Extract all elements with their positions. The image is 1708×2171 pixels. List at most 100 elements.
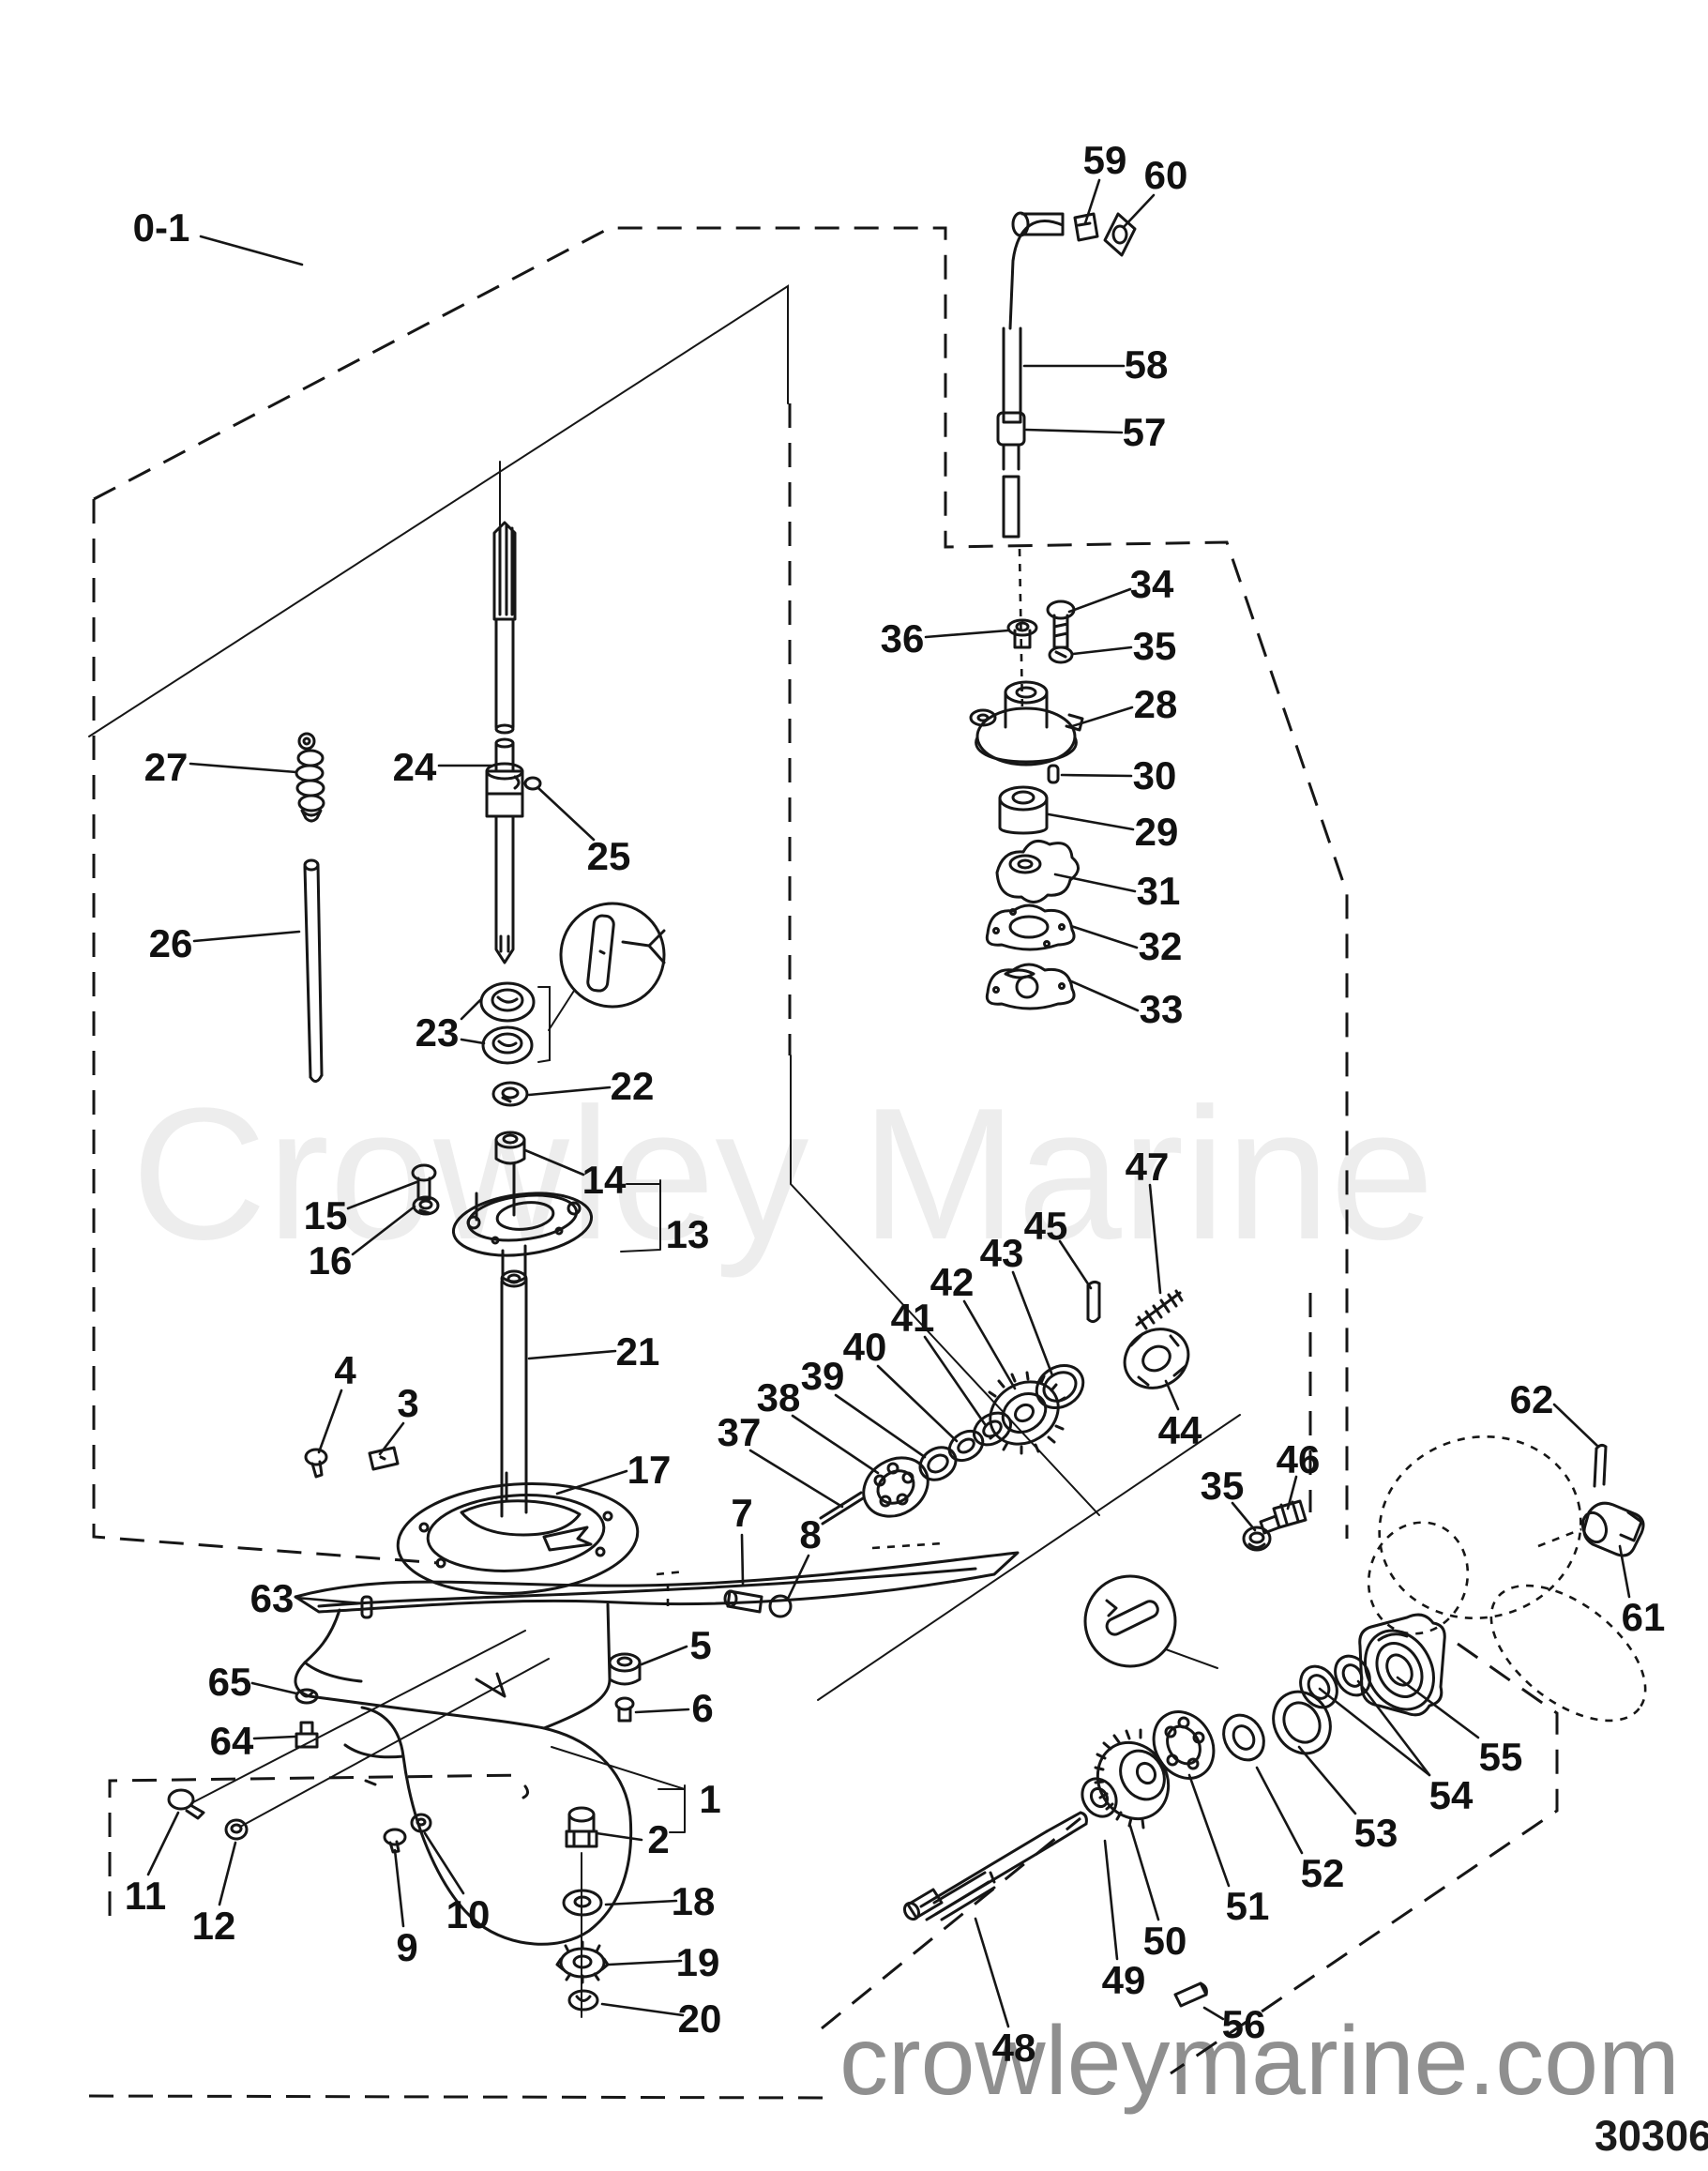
part-55-bearing-carrier (1358, 1613, 1446, 1717)
callout-55: 55 (1479, 1735, 1523, 1779)
leader-line-29 (1047, 812, 1135, 831)
leader-line-52 (1255, 1766, 1304, 1855)
callout-32: 32 (1139, 924, 1183, 968)
leader-line-2 (595, 1831, 643, 1842)
part-5-grommet (608, 1652, 642, 1686)
callout-15: 15 (304, 1193, 348, 1237)
leader-line-62 (1552, 1403, 1600, 1449)
callout-20: 20 (678, 1996, 722, 2041)
part-64-bolt (295, 1721, 319, 1749)
leader-line-33 (1067, 979, 1140, 1012)
part-35-washer (1048, 645, 1074, 664)
seal-stack-group (411, 981, 661, 1283)
callout-30: 30 (1133, 753, 1177, 797)
callout-33: 33 (1140, 987, 1184, 1031)
part-40-washer (947, 1429, 985, 1463)
leader-line-46 (1286, 1475, 1298, 1511)
leader-line-11 (146, 1811, 180, 1876)
callout-42: 42 (930, 1260, 975, 1304)
leader-line-55 (1396, 1676, 1480, 1739)
callout-44: 44 (1158, 1408, 1202, 1452)
leader-line-3 (378, 1421, 405, 1456)
leader-line-51 (1187, 1773, 1231, 1888)
leader-line-56 (1202, 2006, 1225, 2021)
leader-line-21 (527, 1349, 617, 1360)
callout-28: 28 (1134, 682, 1178, 726)
leader-line-43 (1011, 1270, 1054, 1377)
callout-7: 7 (731, 1491, 752, 1535)
shift-shaft-group (996, 211, 1137, 539)
spring-and-rod-group (295, 732, 325, 1083)
part-3-plate (368, 1446, 400, 1471)
leader-line-44 (1164, 1379, 1180, 1411)
water-pump-group (969, 548, 1084, 1010)
part-23-seals (479, 981, 551, 1065)
leader-line-48 (974, 1917, 1010, 2028)
driveshaft-group (485, 521, 542, 964)
leader-line-36 (924, 629, 1010, 639)
leader-line-23 (460, 1038, 486, 1045)
leader-line-35 (1231, 1501, 1257, 1532)
part-61-prop-nut (1580, 1501, 1645, 1557)
part-7-fitting (723, 1589, 763, 1614)
part-12-washer (224, 1818, 249, 1841)
part-57-bushing (996, 411, 1026, 447)
leader-line-37 (748, 1449, 844, 1509)
callout-48: 48 (992, 2026, 1036, 2070)
leader-line-12 (218, 1841, 237, 1906)
callout-37: 37 (718, 1410, 762, 1454)
leader-line-34 (1067, 587, 1132, 614)
part-10-washer (410, 1813, 432, 1833)
callout-47: 47 (1126, 1145, 1170, 1189)
part-24-collar (485, 762, 524, 818)
callout-43: 43 (980, 1231, 1024, 1275)
leader-line-35 (1071, 645, 1133, 656)
leader-line-63 (295, 1596, 364, 1605)
housing-hardware-group (167, 1589, 793, 2018)
callout-35: 35 (1201, 1464, 1245, 1508)
part-20-washer (567, 1989, 599, 2012)
part-29-cartridge (998, 785, 1049, 835)
leader-line-26 (192, 930, 301, 943)
part-2-plug (565, 1806, 598, 1848)
callout-61: 61 (1622, 1595, 1666, 1639)
callout-58: 58 (1125, 342, 1169, 387)
leader-line-9 (393, 1848, 405, 1928)
callout-31: 31 (1137, 869, 1181, 913)
part-28-pump-body (969, 680, 1084, 767)
leader-line-42 (962, 1299, 1017, 1390)
callout-13: 13 (666, 1212, 710, 1256)
callout-18: 18 (672, 1879, 716, 1923)
callout-57: 57 (1123, 410, 1167, 454)
callout-8: 8 (799, 1512, 821, 1556)
part-46-bolt (1259, 1499, 1307, 1535)
leader-line-27 (189, 762, 298, 774)
leader-line-49 (1103, 1839, 1119, 1961)
leader-line-60 (1122, 193, 1156, 229)
callout-12: 12 (192, 1904, 236, 1948)
leader-line-30 (1060, 773, 1133, 778)
callout-64: 64 (210, 1719, 254, 1763)
leader-line-16 (351, 1205, 416, 1256)
callout-53: 53 (1354, 1811, 1398, 1855)
part-18-washer (562, 1889, 603, 1917)
part-6-screw (614, 1696, 635, 1723)
callout-23: 23 (416, 1010, 460, 1055)
part-56-pin (1173, 1981, 1208, 2008)
part-43-thrust-washer (1035, 1363, 1085, 1410)
callout-38: 38 (757, 1375, 801, 1420)
screw-plate-group (304, 1446, 400, 1479)
leader-line-41 (923, 1335, 987, 1426)
callout-0-1: 0-1 (133, 205, 190, 250)
callout-26: 26 (149, 921, 193, 965)
leader-line-45 (1058, 1239, 1093, 1290)
part-53-spacer (1272, 1690, 1332, 1755)
leader-line-5 (640, 1645, 688, 1666)
prop-shaft-cluster (902, 1499, 1446, 2008)
leader-line-53 (1297, 1745, 1357, 1815)
callout-34: 34 (1130, 562, 1174, 606)
part-52-ring (1222, 1713, 1265, 1762)
callout-35: 35 (1133, 624, 1177, 668)
